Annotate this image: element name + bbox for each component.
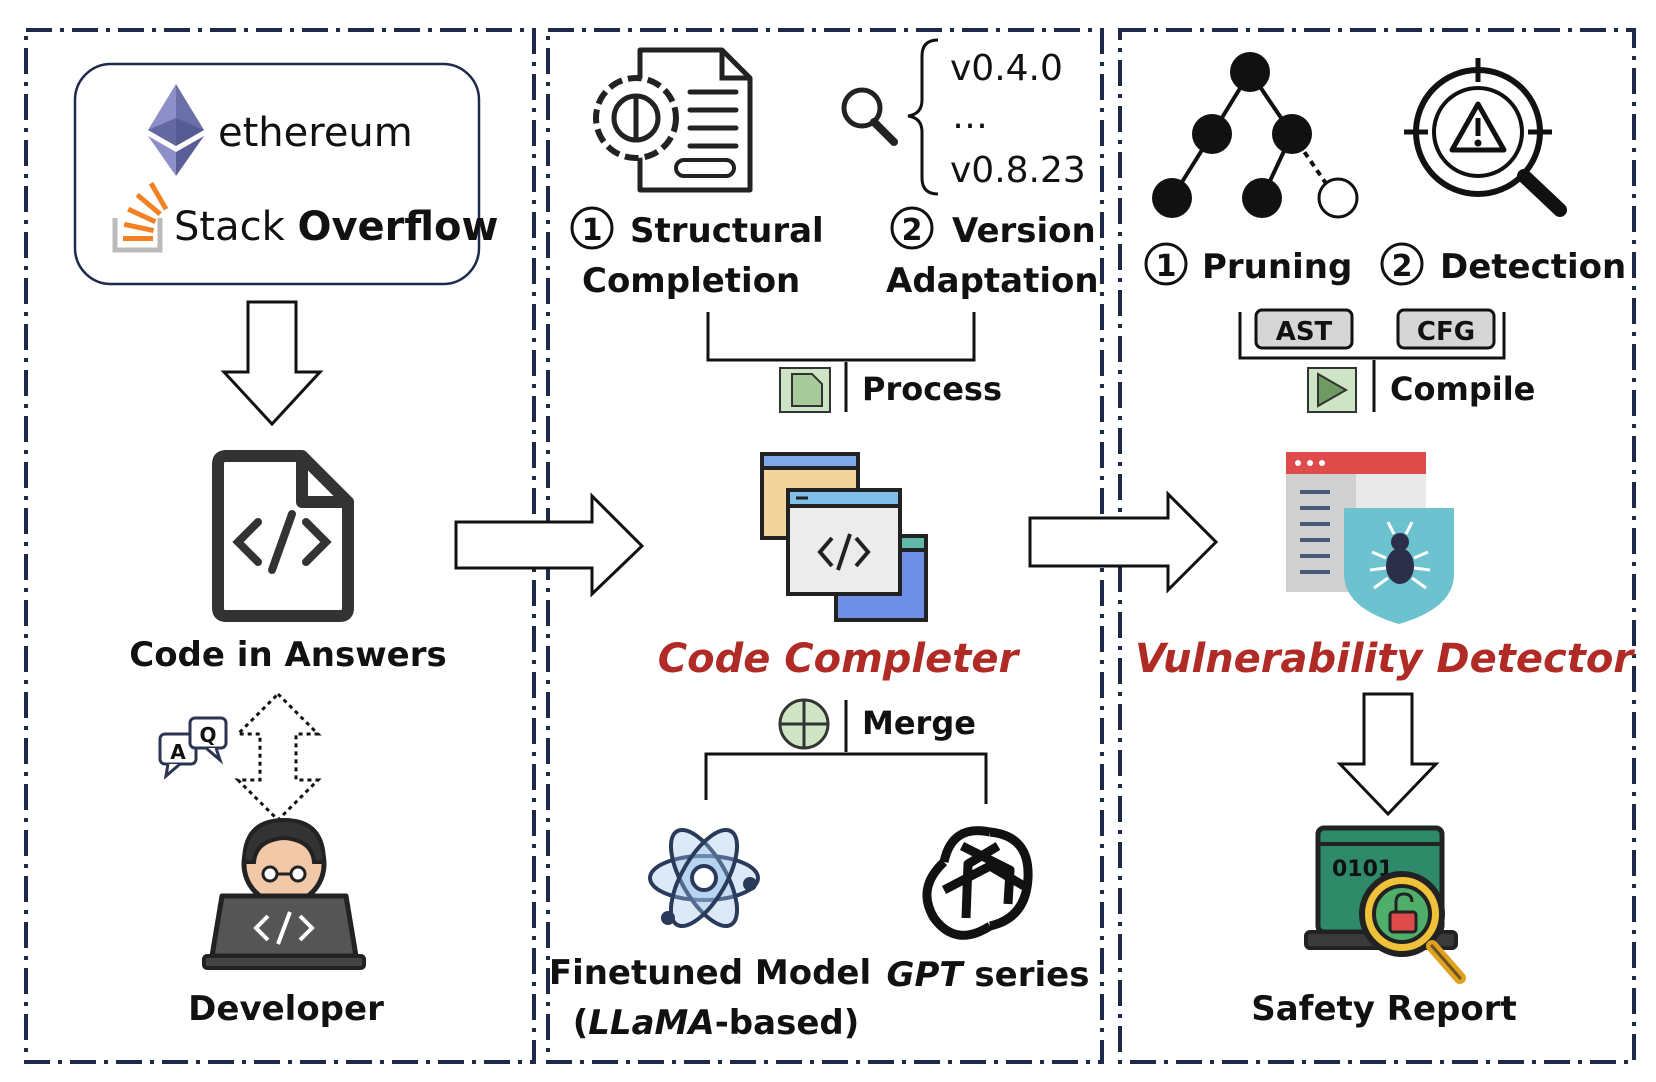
vulnerability-detector-title: Vulnerability Detector (1135, 636, 1635, 682)
vulnerability-detector-icon (1286, 452, 1454, 624)
svg-text:Completion: Completion (582, 261, 800, 301)
svg-text:Structural: Structural (630, 211, 824, 251)
step-structural-completion: 1 Structural Completion (570, 206, 824, 301)
stack-overflow-label: Stack Overflow (174, 204, 498, 250)
down-arrow-report (1336, 692, 1440, 817)
stack-overflow-icon (112, 182, 169, 253)
openai-icon (922, 826, 1033, 940)
svg-text:2: 2 (902, 213, 923, 248)
developer-icon (202, 817, 366, 970)
version-last: v0.8.23 (950, 150, 1086, 191)
process-bracket (706, 312, 976, 362)
ethereum-label: ethereum (218, 110, 413, 156)
developer-label: Developer (188, 989, 384, 1029)
llama-based-label: (LLaMA-based) (573, 1003, 860, 1043)
detection-icon (1404, 58, 1567, 217)
merge-bracket (704, 752, 988, 804)
svg-text:Detection: Detection (1440, 247, 1626, 287)
finetuned-model-label: Finetuned Model (549, 953, 871, 993)
code-completer-icon (760, 452, 928, 622)
svg-text:1: 1 (1156, 249, 1177, 284)
compile-icon (1307, 367, 1357, 413)
step-version-adaptation: 2 Version Adaptation (886, 206, 1099, 301)
version-brace (907, 38, 939, 196)
version-dots: … (952, 96, 988, 137)
process-icon (779, 367, 831, 413)
code-file-icon (212, 450, 354, 622)
ast-badge: AST (1254, 308, 1354, 350)
merge-icon (778, 698, 830, 750)
cfg-badge: CFG (1396, 308, 1496, 350)
svg-text:AST: AST (1276, 317, 1333, 347)
sources-box: ethereum Stack Overflow (73, 62, 498, 286)
down-arrow-sources (220, 300, 324, 427)
step-pruning: 1 Pruning (1144, 242, 1352, 287)
ethereum-icon (148, 84, 204, 176)
compile-label: Compile (1390, 370, 1535, 408)
qa-icon: A Q (158, 716, 228, 780)
svg-text:1: 1 (582, 213, 603, 248)
code-completer-title: Code Completer (658, 636, 1021, 682)
version-first: v0.4.0 (950, 48, 1063, 89)
safety-report-label: Safety Report (1251, 989, 1517, 1029)
right-arrow-1 (454, 492, 645, 598)
svg-text:A: A (170, 740, 186, 764)
process-label: Process (862, 370, 1002, 408)
gpt-series-label: GPT series (887, 955, 1090, 995)
svg-text:Q: Q (199, 723, 216, 747)
svg-text:CFG: CFG (1417, 317, 1475, 347)
dotted-double-arrow (234, 691, 322, 823)
right-arrow-2 (1028, 490, 1219, 594)
tree-icon (1152, 52, 1359, 219)
svg-text:Pruning: Pruning (1202, 247, 1352, 287)
compile-bracket (1238, 312, 1506, 360)
code-in-answers-label: Code in Answers (129, 635, 446, 675)
svg-text:2: 2 (1392, 249, 1413, 284)
merge-label: Merge (862, 704, 976, 742)
svg-text:Adaptation: Adaptation (886, 261, 1099, 301)
atom-icon (648, 827, 760, 929)
svg-text:Version: Version (952, 211, 1096, 251)
step-detection: 2 Detection (1380, 242, 1626, 287)
search-icon (841, 87, 898, 146)
safety-report-icon: 0101 (1304, 825, 1466, 984)
structural-completion-icon (593, 47, 753, 193)
